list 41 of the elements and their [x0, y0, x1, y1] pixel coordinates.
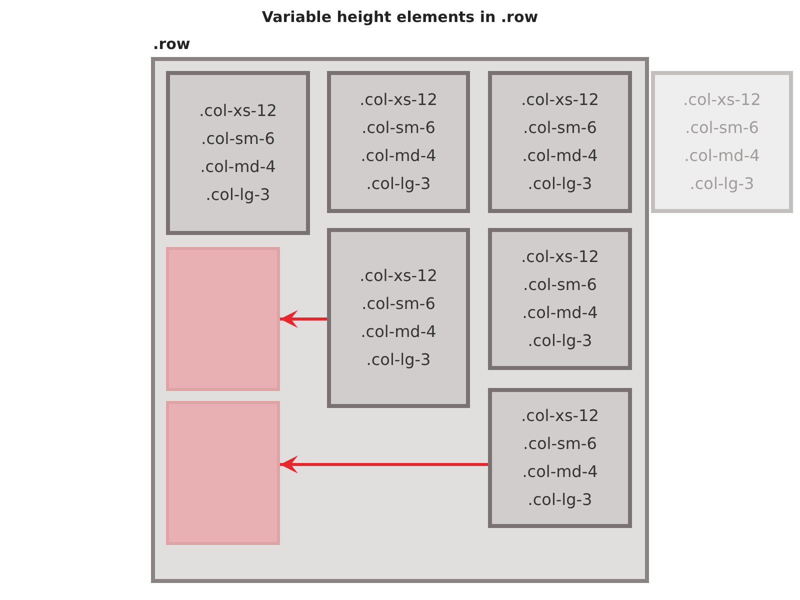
class-name-label: .col-xs-12: [360, 89, 438, 111]
column-box: [327, 228, 470, 408]
class-name-label: .col-lg-3: [206, 184, 270, 206]
class-name-label: .col-lg-3: [366, 349, 431, 371]
class-name-label: .col-xs-12: [199, 100, 277, 122]
class-name-label: .col-md-4: [360, 321, 436, 343]
class-name-label: .col-lg-3: [528, 330, 592, 352]
class-name-label: .col-xs-12: [360, 265, 438, 287]
class-name-label: .col-lg-3: [690, 173, 754, 195]
column-box: [488, 71, 632, 213]
class-name-label: .col-sm-6: [685, 117, 759, 139]
empty-placeholder-box: [166, 401, 280, 545]
class-name-label: .col-lg-3: [528, 173, 592, 195]
class-name-label: .col-sm-6: [362, 293, 436, 315]
column-box: [488, 228, 632, 370]
class-name-label: .col-lg-3: [528, 489, 592, 511]
class-name-label: .col-xs-12: [521, 89, 599, 111]
class-name-label: .col-lg-3: [366, 173, 431, 195]
class-name-label: .col-sm-6: [201, 128, 275, 150]
class-name-label: .col-md-4: [200, 156, 276, 178]
class-name-label: .col-md-4: [360, 145, 436, 167]
class-name-label: .col-md-4: [522, 461, 598, 483]
diagram-title: Variable height elements in .row: [260, 8, 540, 26]
class-name-label: .col-md-4: [522, 302, 598, 324]
class-name-label: .col-sm-6: [523, 117, 597, 139]
empty-placeholder-box: [166, 247, 280, 391]
class-name-label: .col-md-4: [684, 145, 760, 167]
column-box: [166, 71, 310, 235]
faded-column-box: [651, 71, 793, 213]
column-box: [327, 71, 470, 213]
arrow: [280, 456, 488, 474]
class-name-label: .col-xs-12: [521, 246, 599, 268]
class-name-label: .col-sm-6: [523, 433, 597, 455]
class-name-label: .col-xs-12: [683, 89, 761, 111]
class-name-label: .col-md-4: [522, 145, 598, 167]
container-heading: .row: [153, 35, 190, 53]
class-name-label: .col-xs-12: [521, 405, 599, 427]
column-box: [488, 388, 632, 528]
class-name-label: .col-sm-6: [523, 274, 597, 296]
class-name-label: .col-sm-6: [362, 117, 436, 139]
arrow: [280, 310, 327, 328]
